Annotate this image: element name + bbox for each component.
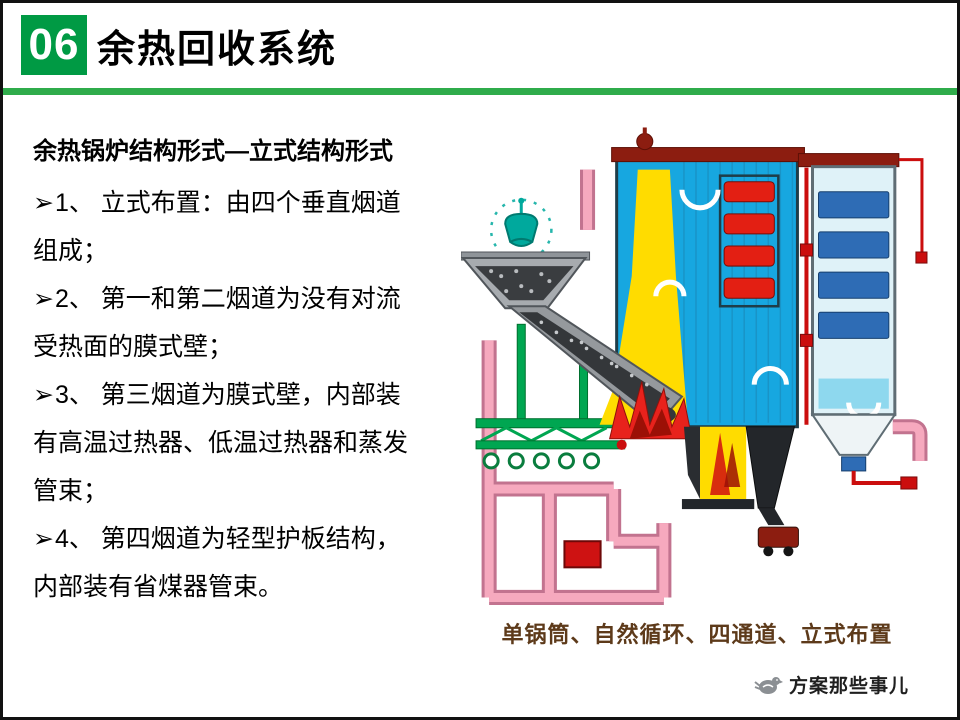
bullet-marker: ➢	[33, 189, 54, 217]
feed-hopper-funnel	[460, 251, 591, 310]
slide-title: 余热回收系统	[97, 28, 338, 71]
red-steam-pipes	[799, 158, 928, 490]
baffle-arcs	[653, 189, 789, 385]
economizer-duct	[810, 165, 897, 472]
bullet-marker: ➢	[33, 381, 54, 409]
diagram-caption: 单锅筒、自然循环、四通道、立式布置	[501, 622, 893, 647]
bullet-text: 3、 第三烟道为膜式壁，内部装有高温过热器、低温过热器和蒸发管束；	[33, 381, 409, 505]
bird-icon	[754, 676, 783, 694]
pink-pipe-network	[481, 169, 928, 605]
bullet-text: 2、 第一和第二烟道为没有对流受热面的膜式壁；	[33, 285, 401, 361]
vibrating-feeder	[475, 323, 627, 470]
bullet-marker: ➢	[33, 285, 54, 313]
bullet-list: ➢1、 立式布置：由四个垂直烟道组成； ➢2、 第一和第二烟道为没有对流受热面的…	[33, 179, 425, 611]
slide-header: 06 余热回收系统	[21, 15, 337, 75]
slag-box	[563, 540, 602, 569]
steam-drum-cap	[611, 127, 900, 168]
header-divider	[3, 88, 957, 95]
grab-bucket-icon	[489, 197, 553, 262]
boiler-diagram	[460, 125, 933, 613]
bullet-text: 1、 立式布置：由四个垂直烟道组成；	[33, 189, 401, 265]
watermark: 方案那些事儿	[753, 671, 909, 698]
flames	[608, 381, 741, 496]
bullet-item: ➢1、 立式布置：由四个垂直烟道组成；	[33, 179, 425, 275]
bullet-text: 4、 第四烟道为轻型护板结构，内部装有省煤器管束。	[33, 525, 401, 601]
watermark-text: 方案那些事儿	[788, 676, 909, 697]
bullet-marker: ➢	[33, 525, 54, 553]
bullet-item: ➢4、 第四烟道为轻型护板结构，内部装有省煤器管束。	[33, 515, 425, 611]
section-heading: 余热锅炉结构形式—立式结构形式	[33, 138, 393, 165]
content-text-column: 余热锅炉结构形式—立式结构形式 ➢1、 立式布置：由四个垂直烟道组成； ➢2、 …	[33, 135, 425, 611]
ash-hoppers-and-cart	[681, 426, 799, 557]
section-number-badge: 06	[21, 15, 87, 75]
bullet-item: ➢2、 第一和第二烟道为没有对流受热面的膜式壁；	[33, 275, 425, 371]
superheater-tube-banks	[718, 174, 780, 308]
bullet-item: ➢3、 第三烟道为膜式壁，内部装有高温过热器、低温过热器和蒸发管束；	[33, 371, 425, 515]
